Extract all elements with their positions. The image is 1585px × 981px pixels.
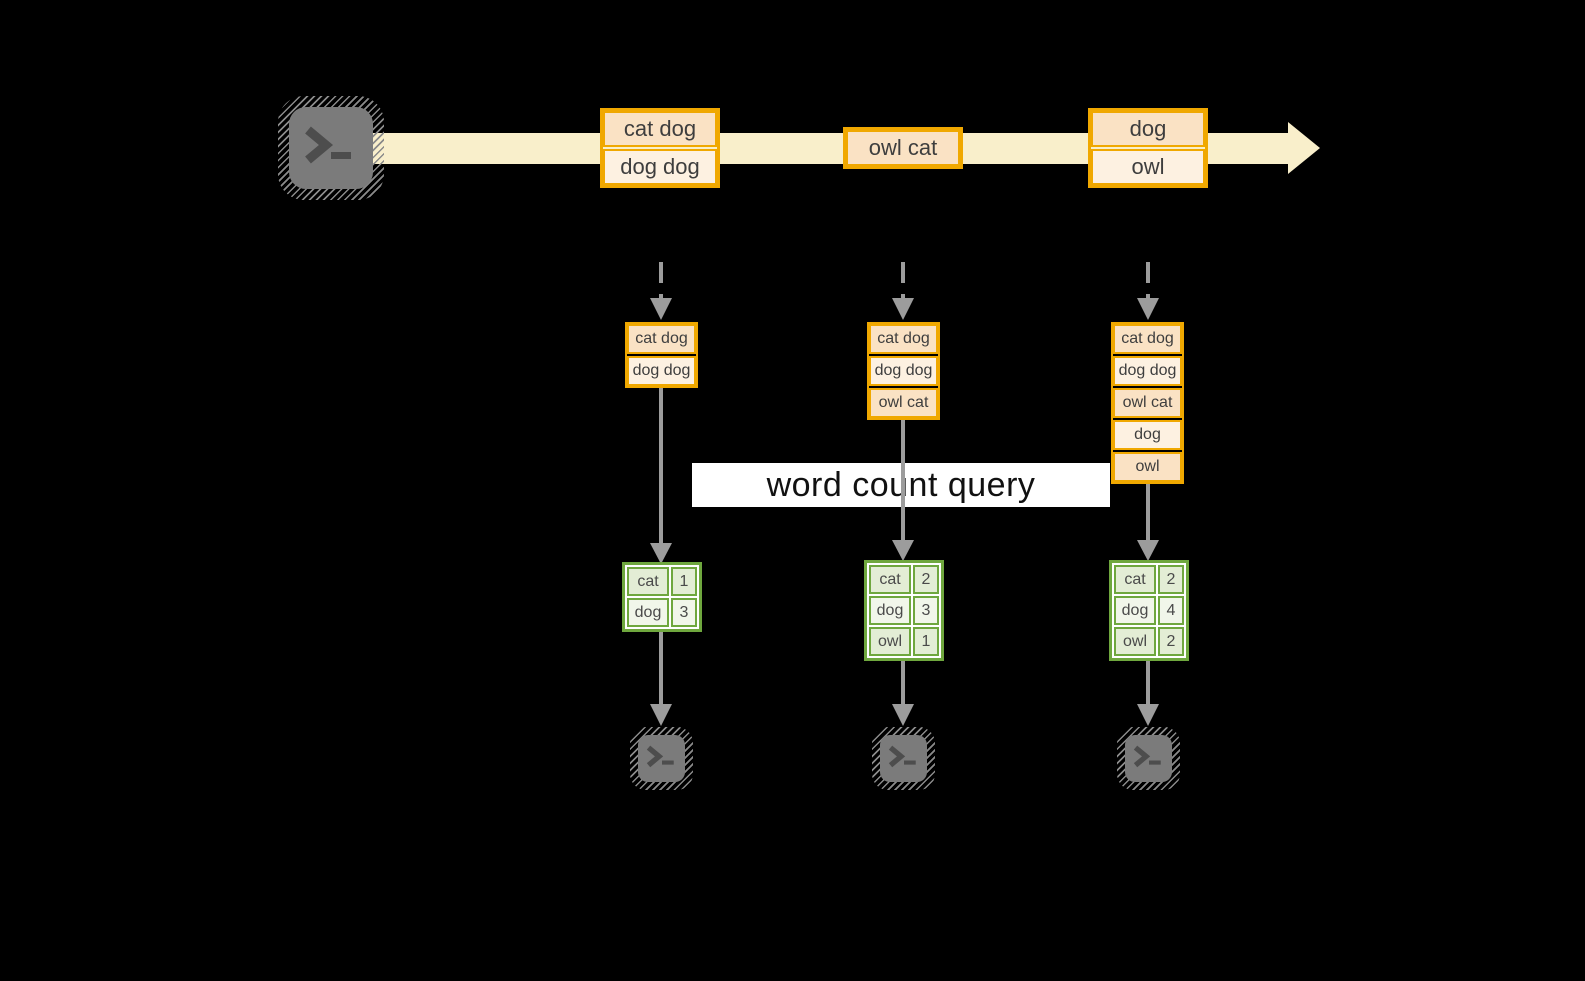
word-cell: dog bbox=[869, 596, 911, 625]
terminal-sink-icon bbox=[872, 727, 935, 790]
count-cell: 2 bbox=[1158, 565, 1184, 594]
word-cell: owl bbox=[1114, 627, 1156, 656]
result-table-3: cat 2 dog 4 owl 2 bbox=[1109, 560, 1189, 661]
buffer-cell: owl bbox=[1113, 452, 1182, 482]
arrow-head bbox=[1137, 540, 1159, 561]
arrow-head bbox=[892, 704, 914, 726]
stream-message: cat dog bbox=[603, 111, 717, 147]
terminal-sink-icon bbox=[1117, 727, 1180, 790]
stream-message: owl bbox=[1091, 149, 1205, 185]
count-cell: 3 bbox=[913, 596, 939, 625]
result-table-2: cat 2 dog 3 owl 1 bbox=[864, 560, 944, 661]
buffer-stack-2: cat dog dog dog owl cat bbox=[867, 322, 940, 420]
result-row: cat 2 bbox=[1114, 565, 1184, 594]
terminal-prompt-icon bbox=[1133, 745, 1161, 768]
terminal-source-icon bbox=[278, 96, 384, 200]
arrow-head bbox=[650, 704, 672, 726]
result-row: dog 3 bbox=[869, 596, 939, 625]
result-row: cat 2 bbox=[869, 565, 939, 594]
query-label: word count query bbox=[692, 463, 1110, 507]
result-table-1: cat 1 dog 3 bbox=[622, 562, 702, 632]
buffer-cell: cat dog bbox=[869, 324, 938, 354]
count-cell: 1 bbox=[671, 567, 697, 596]
buffer-cell: dog dog bbox=[1113, 356, 1182, 386]
stream-message: dog dog bbox=[603, 149, 717, 185]
buffer-cell: dog bbox=[1113, 420, 1182, 450]
arrow-head bbox=[650, 543, 672, 564]
terminal-prompt-icon bbox=[305, 126, 351, 164]
stream-batch-3: dog owl bbox=[1088, 108, 1208, 188]
arrow-head bbox=[650, 298, 672, 320]
result-row: dog 4 bbox=[1114, 596, 1184, 625]
buffer-cell: cat dog bbox=[627, 324, 696, 354]
count-cell: 2 bbox=[913, 565, 939, 594]
count-cell: 4 bbox=[1158, 596, 1184, 625]
stream-batch-1: cat dog dog dog bbox=[600, 108, 720, 188]
stream-batch-2: owl cat bbox=[843, 127, 963, 169]
word-cell: dog bbox=[627, 598, 669, 627]
count-cell: 1 bbox=[913, 627, 939, 656]
word-cell: cat bbox=[869, 565, 911, 594]
arrow-head bbox=[892, 540, 914, 561]
result-row: owl 2 bbox=[1114, 627, 1184, 656]
result-row: cat 1 bbox=[627, 567, 697, 596]
arrow-head bbox=[892, 298, 914, 320]
buffer-cell: owl cat bbox=[1113, 388, 1182, 418]
terminal-prompt-icon bbox=[646, 745, 674, 768]
word-cell: cat bbox=[627, 567, 669, 596]
result-row: owl 1 bbox=[869, 627, 939, 656]
terminal-body bbox=[1125, 735, 1172, 782]
terminal-prompt-icon bbox=[888, 745, 916, 768]
stream-message: dog bbox=[1091, 111, 1205, 147]
terminal-body bbox=[880, 735, 927, 782]
buffer-cell: cat dog bbox=[1113, 324, 1182, 354]
terminal-body bbox=[289, 107, 373, 189]
stream-arrow-head bbox=[1288, 122, 1320, 174]
terminal-body bbox=[638, 735, 685, 782]
count-cell: 2 bbox=[1158, 627, 1184, 656]
buffer-stack-1: cat dog dog dog bbox=[625, 322, 698, 388]
word-cell: owl bbox=[869, 627, 911, 656]
buffer-cell: dog dog bbox=[869, 356, 938, 386]
stream-message: owl cat bbox=[846, 130, 960, 166]
buffer-stack-3: cat dog dog dog owl cat dog owl bbox=[1111, 322, 1184, 484]
word-cell: cat bbox=[1114, 565, 1156, 594]
word-cell: dog bbox=[1114, 596, 1156, 625]
arrow-head bbox=[1137, 704, 1159, 726]
buffer-cell: dog dog bbox=[627, 356, 696, 386]
count-cell: 3 bbox=[671, 598, 697, 627]
terminal-sink-icon bbox=[630, 727, 693, 790]
arrow-head bbox=[1137, 298, 1159, 320]
result-row: dog 3 bbox=[627, 598, 697, 627]
buffer-cell: owl cat bbox=[869, 388, 938, 418]
